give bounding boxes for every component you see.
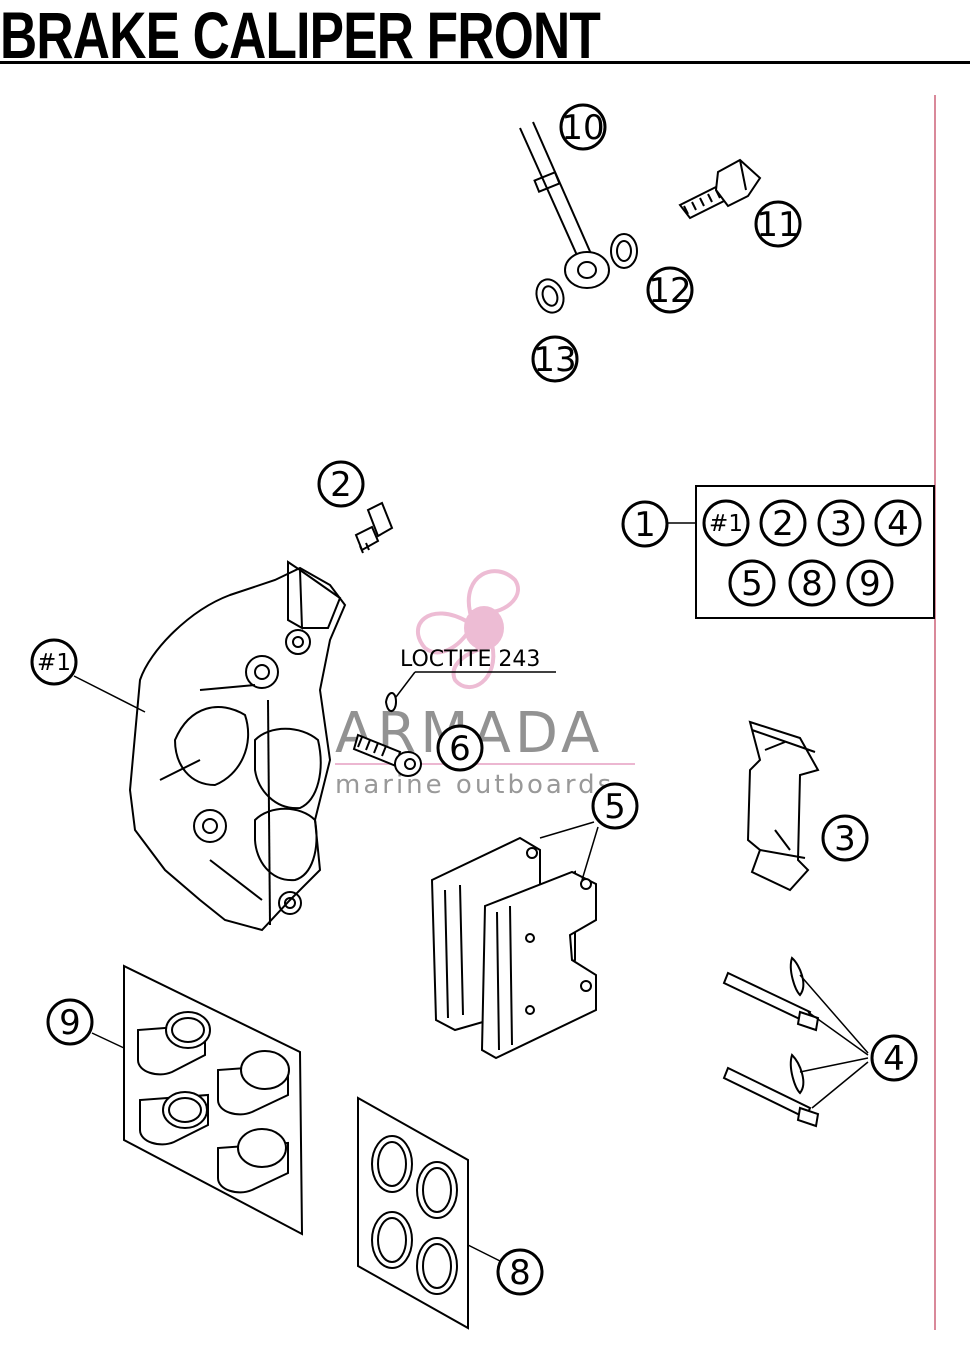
svg-text:1: 1: [634, 505, 656, 545]
svg-text:8: 8: [801, 564, 823, 604]
callout-9: 9: [46, 998, 94, 1046]
svg-text:#1: #1: [709, 511, 743, 537]
svg-text:5: 5: [741, 564, 763, 604]
kit-box: [695, 485, 935, 619]
piston-kit-part: [123, 964, 304, 1236]
svg-text:13: 13: [533, 340, 576, 380]
svg-text:4: 4: [883, 1039, 905, 1079]
pad-spring-part: [746, 720, 820, 892]
svg-text:9: 9: [859, 564, 881, 604]
kit-item: 2: [759, 499, 807, 547]
callout-4: 4: [870, 1034, 918, 1082]
svg-text:5: 5: [604, 787, 626, 827]
svg-text:6: 6: [449, 729, 471, 769]
callout-2: 2: [317, 460, 365, 508]
callout-5: 5: [591, 782, 639, 830]
banjo-bolt-part: [678, 158, 762, 220]
pad-pins-part: [722, 956, 820, 1128]
svg-text:3: 3: [834, 819, 856, 859]
caliper-body-part: [128, 560, 347, 932]
svg-text:8: 8: [509, 1253, 531, 1293]
kit-item: 5: [728, 559, 776, 607]
svg-text:9: 9: [59, 1003, 81, 1043]
title-underline: [0, 61, 970, 64]
callout-10: 10: [559, 103, 607, 151]
kit-item: 8: [788, 559, 836, 607]
callout-6: 6: [436, 724, 484, 772]
kit-item: 3: [817, 499, 865, 547]
svg-text:3: 3: [830, 504, 852, 544]
callout-11: 11: [754, 200, 802, 248]
svg-text:2: 2: [772, 504, 794, 544]
seal-kit-part: [357, 1096, 469, 1330]
svg-text:10: 10: [561, 108, 604, 148]
kit-item: #1: [702, 499, 750, 547]
svg-text:2: 2: [330, 465, 352, 505]
callout-1: 1: [621, 500, 669, 548]
page-right-border: [934, 95, 936, 1330]
diagram-title: BRAKE CALIPER FRONT: [0, 0, 601, 72]
callout-12: 12: [646, 266, 694, 314]
callout-8: 8: [496, 1248, 544, 1296]
bolt-part-6: [352, 692, 422, 777]
threadlocker-note: LOCTITE 243: [400, 647, 540, 672]
watermark-tagline: marine outboards: [335, 770, 614, 800]
kit-item: 4: [874, 499, 922, 547]
brake-pads-part: [430, 836, 597, 1060]
svg-text:4: 4: [887, 504, 909, 544]
bleeder-screw-part: [354, 501, 394, 554]
callout-13: 13: [531, 335, 579, 383]
svg-text:#1: #1: [37, 650, 71, 676]
brake-line-part: [519, 121, 638, 314]
svg-text:12: 12: [648, 271, 691, 311]
svg-text:11: 11: [756, 205, 799, 245]
watermark-logo-icon: [416, 569, 520, 689]
callout-3: 3: [821, 814, 869, 862]
kit-item: 9: [846, 559, 894, 607]
callout-hash1: #1: [30, 638, 78, 686]
